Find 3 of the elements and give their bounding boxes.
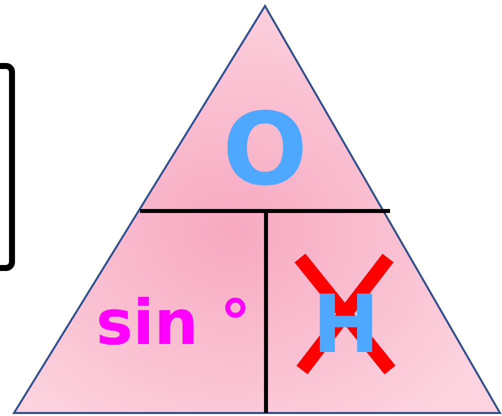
box-outline — [0, 63, 15, 271]
formula-letter: O — [222, 100, 308, 200]
formula-letter: sin ° — [96, 292, 251, 354]
